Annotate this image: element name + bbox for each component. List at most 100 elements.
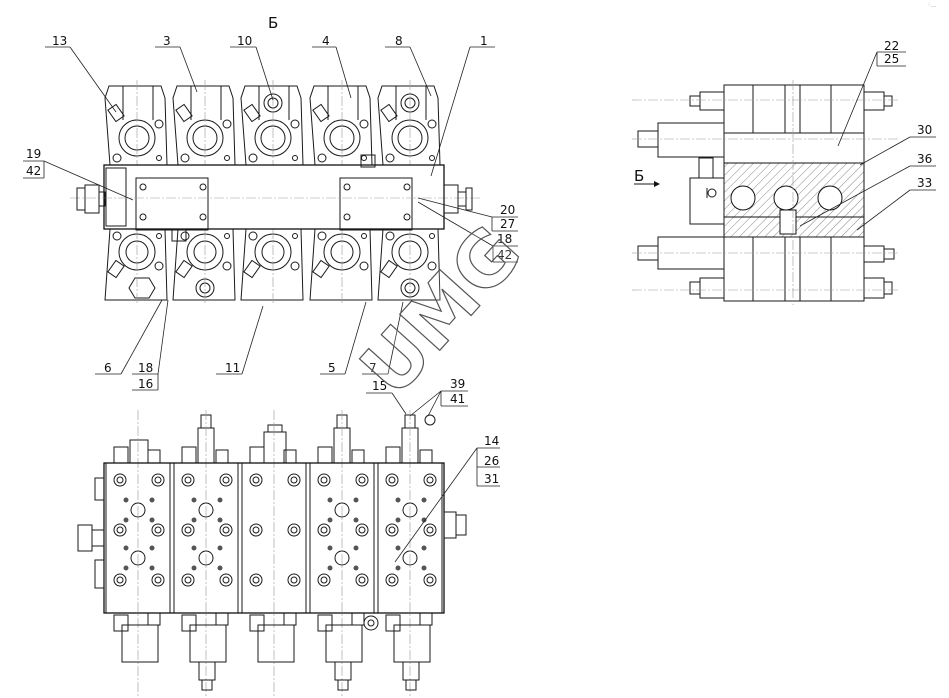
hole	[353, 545, 359, 551]
angled-fitting	[243, 259, 261, 279]
spring-cap	[181, 446, 197, 464]
bolt-core	[290, 526, 298, 534]
hole	[395, 517, 401, 523]
plug	[215, 449, 229, 464]
pilot-valve	[689, 177, 725, 225]
callouts-side: 22 25 30 36 33	[799, 39, 936, 231]
bolt	[287, 573, 301, 587]
callout-41: 41	[450, 392, 465, 406]
spring-cap	[385, 446, 401, 464]
end-plate	[105, 167, 127, 227]
callout-16: 16	[138, 377, 153, 391]
front-section	[173, 410, 239, 698]
callout-33: 33	[917, 176, 932, 190]
hole	[149, 565, 155, 571]
callout-6: 6	[104, 361, 112, 375]
hole	[191, 517, 197, 523]
bolt	[359, 119, 369, 129]
spring-cap	[317, 614, 333, 632]
plug	[147, 449, 161, 464]
callout-27: 27	[500, 217, 515, 231]
angled-fitting	[243, 103, 261, 123]
bolt	[403, 183, 411, 191]
bolt	[249, 473, 263, 487]
hole	[353, 517, 359, 523]
end-fitting-right	[443, 184, 459, 214]
pin	[292, 233, 298, 239]
bolt-core	[426, 526, 434, 534]
lower-section	[377, 228, 441, 305]
callouts-front: 15 39 41 14 26 31	[366, 377, 500, 563]
plug	[215, 612, 229, 626]
hole	[123, 565, 129, 571]
hex-plug	[128, 277, 156, 299]
bolt	[423, 523, 437, 537]
mid-plate	[723, 132, 865, 164]
manual-override-tip	[201, 679, 213, 691]
plug	[283, 612, 297, 626]
hole	[421, 565, 427, 571]
front-section	[105, 410, 171, 698]
bolt-core	[184, 576, 192, 584]
callout-26: 26	[484, 454, 499, 468]
callouts-top: 13 3 10 4 8 1 19 42 20 27 18 42	[23, 34, 518, 391]
upper-section	[240, 80, 304, 166]
view-arrow-label: Б	[634, 167, 644, 185]
bolt	[219, 473, 233, 487]
bolt	[317, 573, 331, 587]
bolt-core	[320, 476, 328, 484]
section-housing	[104, 228, 168, 301]
bolt-core	[290, 476, 298, 484]
callout-39: 39	[450, 377, 465, 391]
manual-override	[198, 661, 216, 681]
end-fitting-right-cap	[465, 187, 473, 211]
angled-fitting	[175, 103, 193, 123]
pin	[224, 233, 230, 239]
pilot-block-right	[339, 177, 413, 231]
pin	[361, 155, 367, 161]
pilot-block-left	[135, 177, 209, 231]
hole	[421, 497, 427, 503]
section-housing	[377, 85, 441, 166]
spring-cap	[317, 446, 333, 464]
side-fitting-2-stem	[91, 529, 105, 547]
callout-31: 31	[484, 472, 499, 486]
bolt	[151, 473, 165, 487]
callout-22: 22	[884, 39, 899, 53]
hole	[327, 497, 333, 503]
hole	[191, 497, 197, 503]
upper-section	[104, 80, 168, 166]
hole	[217, 517, 223, 523]
lower-section	[309, 228, 373, 305]
bolt-core	[320, 576, 328, 584]
bolt-core	[426, 476, 434, 484]
section-housing	[309, 85, 373, 166]
plug-fitting	[363, 615, 379, 631]
bolt	[222, 261, 232, 271]
callout-5: 5	[328, 361, 336, 375]
bolt-core	[184, 526, 192, 534]
callout-15: 15	[372, 379, 387, 393]
bolt-core	[222, 526, 230, 534]
hole	[353, 565, 359, 571]
bolt-core	[358, 576, 366, 584]
hole	[395, 565, 401, 571]
callout-42-right: 42	[497, 248, 512, 262]
bore	[773, 185, 799, 211]
bolt	[112, 153, 122, 163]
bolt-core	[388, 526, 396, 534]
spring-cap	[249, 614, 265, 632]
bolt-core	[388, 576, 396, 584]
bolt	[180, 153, 190, 163]
hole	[327, 517, 333, 523]
bolt-core	[116, 526, 124, 534]
hole	[217, 497, 223, 503]
bolt	[113, 473, 127, 487]
pilot-fitting	[698, 157, 714, 179]
manual-override-tip	[405, 679, 417, 691]
angled-fitting	[380, 103, 398, 123]
bolt	[139, 213, 147, 221]
bolt	[181, 573, 195, 587]
pin	[156, 233, 162, 239]
